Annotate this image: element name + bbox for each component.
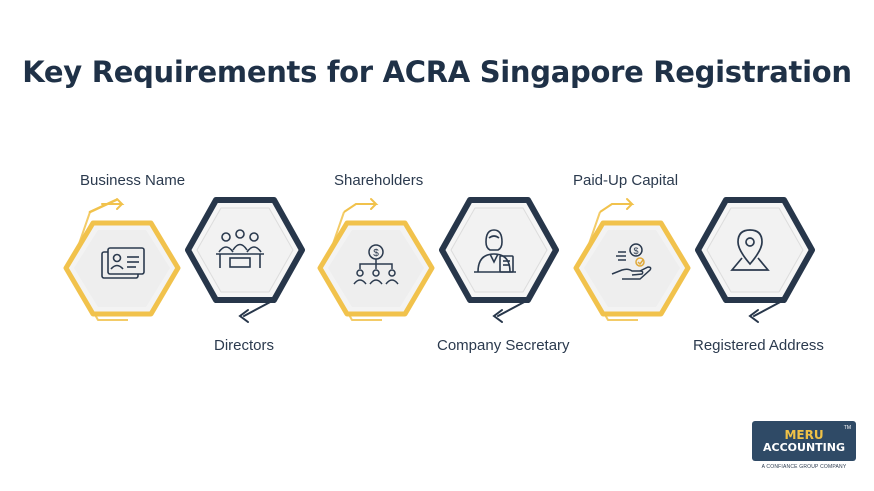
svg-text:$: $ — [373, 248, 379, 259]
hex-directors — [185, 197, 305, 323]
svg-text:$: $ — [633, 246, 638, 256]
hex-registered-address — [695, 197, 815, 323]
step-label-business-name: Business Name — [80, 172, 186, 189]
step-label-paid-up-capital: Paid-Up Capital — [573, 172, 679, 189]
logo-line2: ACCOUNTING — [763, 440, 845, 454]
secretary-icon — [474, 229, 516, 273]
step-label-company-secretary: Company Secretary — [437, 337, 570, 354]
step-label-registered-address: Registered Address — [693, 337, 824, 354]
hex-shareholders: $ — [317, 198, 435, 321]
hex-business-name — [63, 198, 181, 321]
money-hand-icon: $ — [611, 243, 652, 280]
meru-accounting-logo: TM MERU ACCOUNTING — [752, 421, 856, 461]
location-pin-icon — [730, 229, 770, 271]
logo-tagline: A CONFIANCE GROUP COMPANY — [761, 464, 847, 470]
step-label-directors: Directors — [214, 337, 275, 354]
logo-line1: MERU — [784, 427, 824, 442]
logo-tm: TM — [843, 425, 851, 431]
step-label-shareholders: Shareholders — [334, 172, 424, 189]
hex-company-secretary — [439, 197, 559, 323]
page-title: Key Requirements for ACRA Singapore Regi… — [22, 55, 852, 89]
shareholders-icon: $ — [353, 244, 399, 285]
id-card-icon — [101, 247, 145, 279]
meeting-icon — [216, 229, 264, 268]
hex-paid-up-capital: $ — [573, 198, 691, 321]
